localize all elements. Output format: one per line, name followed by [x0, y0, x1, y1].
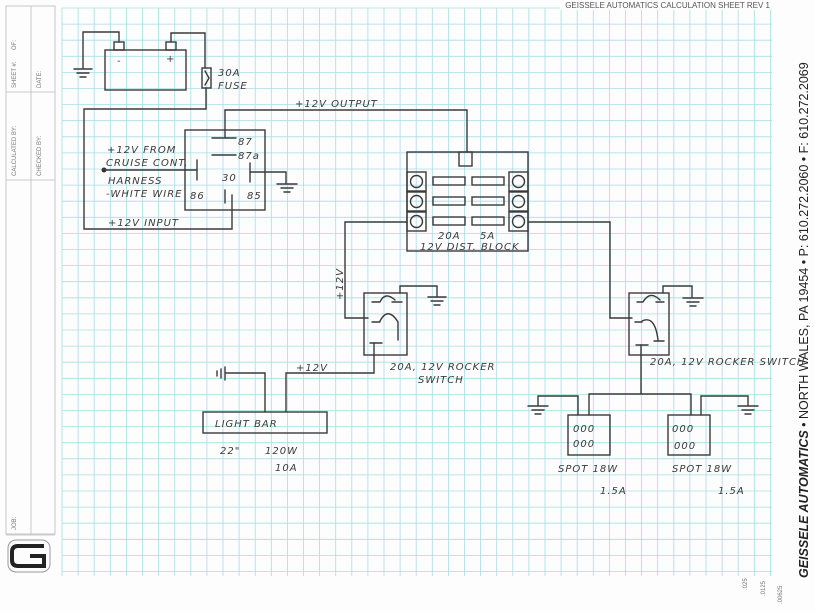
svg-text:22": 22" — [220, 446, 240, 457]
fuse-30a: 30A FUSE — [201, 67, 248, 92]
fuse-slot — [432, 176, 466, 186]
dist-block-label: 12V DIST. BLOCK — [420, 242, 520, 253]
company-logo — [7, 539, 51, 573]
terminal-screw-icon — [409, 174, 424, 189]
output-label: +12V OUTPUT — [295, 99, 378, 110]
cruise-note: +12V FROM CRUISE CONT. HARNESS -WHITE WI… — [106, 145, 188, 200]
ground-icon — [216, 366, 226, 381]
svg-text:+: + — [166, 54, 175, 65]
svg-text:30A: 30A — [218, 68, 241, 79]
fuse-slot — [471, 196, 505, 206]
spot1-label: SPOT 18W — [558, 464, 618, 475]
fuse-slot — [471, 216, 505, 226]
svg-text:CRUISE CONT.: CRUISE CONT. — [106, 158, 188, 169]
svg-text:10A: 10A — [275, 463, 298, 474]
terminal-screw-icon — [409, 214, 424, 229]
light-bar-label: LIGHT BAR — [215, 419, 278, 430]
lightbar-feed-label: +12V — [296, 363, 328, 374]
terminal-left — [406, 171, 427, 192]
spot2-label: SPOT 18W — [672, 464, 732, 475]
svg-text:87: 87 — [238, 137, 253, 148]
spot1-current: 1.5A — [600, 486, 627, 497]
job-label: JOB: — [12, 516, 18, 530]
svg-text:000: 000 — [674, 441, 696, 452]
svg-text:85: 85 — [247, 191, 262, 202]
spot2-current: 1.5A — [718, 486, 745, 497]
battery: - + — [73, 31, 206, 91]
svg-text:20A, 12V ROCKER: 20A, 12V ROCKER — [390, 362, 495, 373]
svg-text:20A: 20A — [438, 231, 461, 242]
date-label: DATE: — [37, 70, 43, 88]
rocker-switch-2: 20A, 12V ROCKER SWITCH — [628, 285, 805, 368]
svg-text:120W: 120W — [265, 446, 298, 457]
company-address: • NORTH WALES, PA 19454 • — [797, 256, 811, 430]
svg-text:87a: 87a — [238, 151, 260, 162]
feed-label: +12V — [335, 268, 346, 300]
sheet-label: SHEET #: — [12, 61, 18, 88]
svg-text:FUSE: FUSE — [218, 81, 248, 92]
spot-light-2: 000 000 SPOT 18W 1.5A — [667, 414, 745, 497]
svg-text:000: 000 — [672, 424, 694, 435]
terminal-left — [406, 191, 427, 212]
terminal-screw-icon — [511, 214, 526, 229]
ground-icon — [737, 405, 759, 415]
terminal-right — [508, 171, 529, 192]
terminal-screw-icon — [511, 174, 526, 189]
graph-paper-grid — [61, 7, 772, 576]
svg-text:+12V FROM: +12V FROM — [107, 145, 176, 156]
ground-icon — [73, 68, 93, 78]
calculated-by-label: CALCULATED BY: — [12, 125, 18, 176]
checked-by-label: CHECKED BY: — [37, 135, 43, 176]
svg-text:.0125: .0125 — [761, 580, 767, 596]
ground-icon — [527, 405, 549, 415]
light-bar: LIGHT BAR 22" 120W 10A — [202, 411, 328, 474]
svg-text:SWITCH: SWITCH — [418, 375, 464, 386]
of-label: OF: — [12, 40, 18, 50]
svg-text:5A: 5A — [480, 231, 495, 242]
company-phone: P: 610.272.2060 — [797, 165, 811, 257]
svg-text:HARNESS: HARNESS — [108, 176, 162, 187]
svg-text:86: 86 — [190, 191, 205, 202]
company-footer: GEISSELE AUTOMATICS • NORTH WALES, PA 19… — [797, 62, 811, 578]
fuse-slot — [471, 176, 505, 186]
input-label: +12V INPUT — [108, 218, 179, 229]
svg-text:-: - — [117, 56, 122, 67]
fuse-slot — [432, 196, 466, 206]
svg-text:.00625: .00625 — [778, 585, 784, 604]
header-small: GEISSELE AUTOMATICS CALCULATION SHEET RE… — [565, 1, 770, 10]
fuse-slot — [432, 216, 466, 226]
svg-text:.025: .025 — [743, 578, 749, 590]
terminal-screw-icon — [409, 194, 424, 209]
ground-icon — [427, 296, 447, 306]
distribution-block: 20A 5A 12V DIST. BLOCK — [406, 151, 529, 253]
terminal-right — [508, 191, 529, 212]
relay: 87 87a 30 85 86 — [101, 109, 298, 211]
terminal-screw-icon — [511, 194, 526, 209]
scale-marks: .025 .0125 .00625 — [743, 578, 784, 604]
spot-light-1: 000 000 SPOT 18W 1.5A — [558, 414, 627, 497]
rocker-switch-1: 20A, 12V ROCKER SWITCH — [363, 285, 495, 386]
svg-text:000: 000 — [573, 424, 595, 435]
ground-icon — [682, 297, 704, 307]
ground-icon — [276, 183, 298, 193]
company-fax: F: 610.272.2069 — [797, 62, 811, 153]
svg-text:-WHITE WIRE: -WHITE WIRE — [106, 189, 183, 200]
title-block: SHEET #: OF: DATE: CALCULATED BY: CHECKE… — [5, 5, 56, 573]
svg-text:000: 000 — [573, 439, 595, 450]
svg-text:20A, 12V ROCKER SWITCH: 20A, 12V ROCKER SWITCH — [650, 357, 805, 368]
svg-text:30: 30 — [222, 173, 237, 184]
company-name: GEISSELE AUTOMATICS — [797, 430, 811, 578]
